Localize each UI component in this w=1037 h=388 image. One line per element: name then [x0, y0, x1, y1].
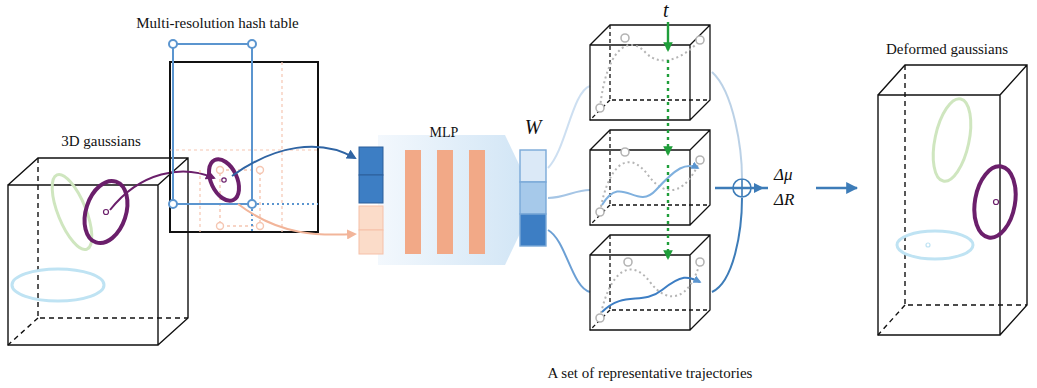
deformed-gaussians	[897, 95, 1021, 259]
weight-lines	[548, 86, 590, 292]
trajectories	[600, 40, 700, 318]
time-symbol: t	[661, 0, 671, 20]
mlp-layers	[405, 150, 485, 254]
node-heading: 3D gaussians	[2, 132, 200, 150]
trajectory-curves	[602, 166, 700, 312]
time-arrow	[667, 22, 669, 258]
trajectory-group: A set of representative trajectories	[585, 20, 715, 332]
input-cube	[8, 158, 188, 345]
weight-vector	[520, 150, 546, 246]
weight-block: W	[506, 118, 560, 250]
input-gaussians: 3D gaussians	[2, 132, 200, 350]
node-heading: MLP	[394, 124, 494, 142]
gaussians	[12, 170, 135, 301]
node-heading: Deformed gaussians	[859, 40, 1035, 58]
output-cube	[878, 65, 1027, 335]
group-caption: A set of representative trajectories	[548, 364, 753, 382]
hash-grid	[169, 40, 318, 232]
trajectory-points	[596, 34, 704, 322]
delta-rotation: ΔR	[772, 190, 796, 210]
delta-position: Δμ	[772, 165, 795, 185]
feature-arrow	[238, 204, 355, 235]
deformed-gaussians-box: Deformed gaussians	[859, 40, 1035, 345]
mlp-block: MLP	[394, 124, 494, 259]
feature-vector	[359, 147, 383, 254]
hash-table: Multi-resolution hash table	[106, 14, 329, 236]
feature-arrow	[232, 147, 355, 176]
trajectory-cubes	[590, 25, 710, 330]
node-heading: Multi-resolution hash table	[106, 14, 329, 32]
node-heading: W	[506, 118, 560, 136]
flow-arrow	[378, 135, 536, 265]
